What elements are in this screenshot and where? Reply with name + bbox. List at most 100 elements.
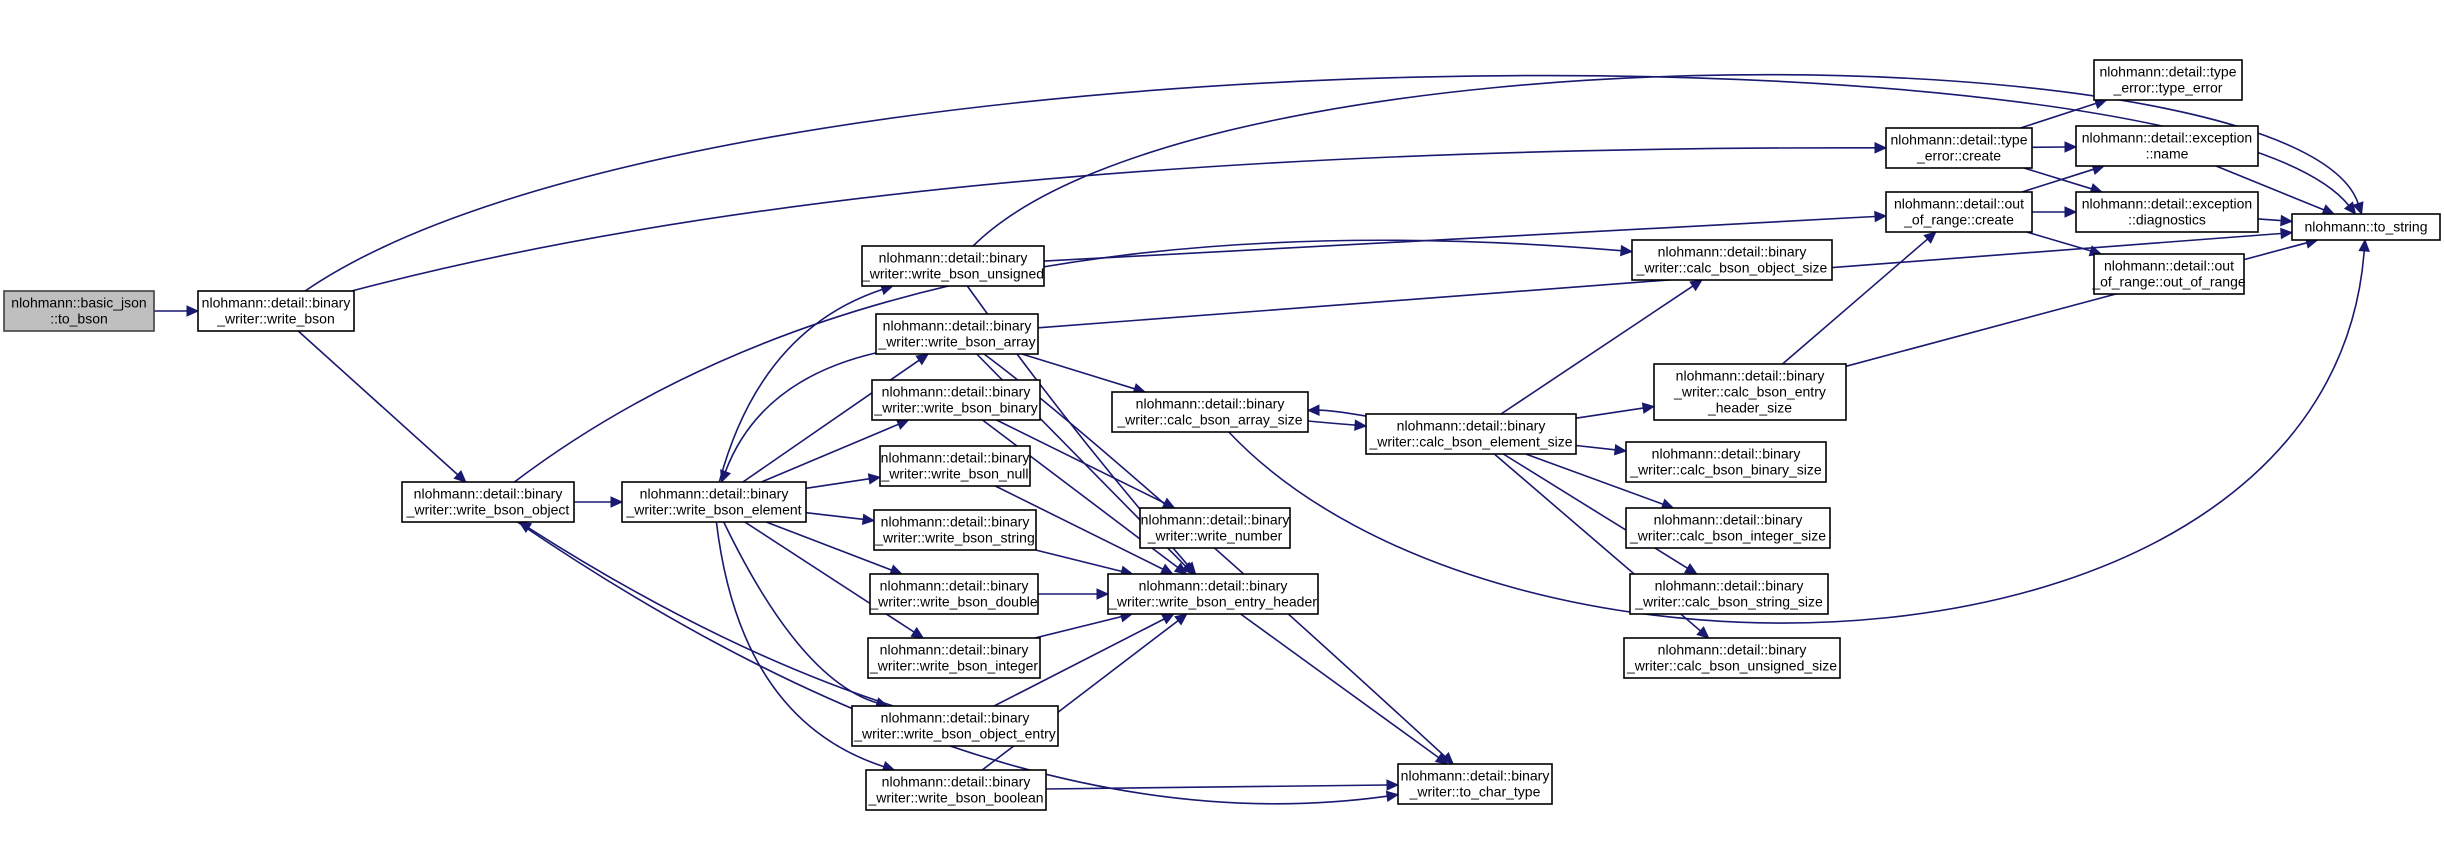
node-label-line: _of_range::out_of_range [2091,274,2246,290]
edge-line [2026,231,2091,252]
node-calc-bson-unsigned-size[interactable]: nlohmann::detail::binary_writer::calc_bs… [1623,637,1841,679]
node-label-line: nlohmann::detail::binary [1654,512,1803,528]
edge-type-error-create-to-exception-diagnostics [2023,167,2104,195]
node-label-line: _writer::write_bson_unsigned [861,266,1044,282]
edge-arrowhead [186,305,200,317]
node-label-line: ::name [2146,146,2189,162]
edge-line [1318,409,1367,417]
node-label-line: nlohmann::detail::binary [1136,396,1285,412]
edge-line [805,478,870,490]
node-label-line: nlohmann::detail::binary [202,295,351,311]
node-exception-diagnostics[interactable]: nlohmann::detail::exception::diagnostics [2075,191,2259,233]
edge-write-bson-object-to-to-char-type [516,521,1400,805]
edge-write-bson-element-to-write-bson-string [805,511,876,526]
node-write-bson-boolean[interactable]: nlohmann::detail::binary_writer::write_b… [865,769,1047,811]
edge-arrowhead [867,473,882,485]
node-write-bson-object-entry[interactable]: nlohmann::detail::binary_writer::write_b… [851,705,1059,747]
node-box [1885,127,2033,169]
edge-write-bson-double-to-write-bson-entry-header [1038,588,1110,600]
edge-write-bson-to-type-error-create [351,142,1888,292]
edge-arrowhead [1354,419,1368,431]
node-label-line: nlohmann::detail::binary [879,250,1028,266]
edge-calc-bson-array-size-to-calc-bson-element-size [1307,419,1368,431]
node-box [879,445,1031,487]
node-type-error-ctor[interactable]: nlohmann::detail::type_error::type_error [2093,59,2243,101]
node-label-line: _writer::calc_bson_integer_size [1629,528,1826,544]
node-to-bson[interactable]: nlohmann::basic_json::to_bson [3,290,155,332]
node-write-bson-entry-header[interactable]: nlohmann::detail::binary_writer::write_b… [1107,573,1319,615]
node-label-line: _writer::write_bson [216,311,335,327]
node-box [621,481,807,523]
node-write-bson-object[interactable]: nlohmann::detail::binary_writer::write_b… [401,481,575,523]
edge-out-of-range-create-to-exception-diagnostics [2032,206,2078,218]
node-label-line: _writer::write_number [1147,528,1283,544]
node-write-bson-integer[interactable]: nlohmann::detail::binary_writer::write_b… [867,637,1041,679]
node-label-line: nlohmann::detail::binary [880,642,1029,658]
edge-write-bson-element-to-write-bson-double [765,521,903,576]
node-calc-bson-object-size[interactable]: nlohmann::detail::binary_writer::calc_bs… [1631,239,1833,281]
node-box [2291,213,2441,241]
edge-line [2215,165,2325,211]
edge-line [993,618,1165,707]
node-calc-bson-string-size[interactable]: nlohmann::detail::binary_writer::calc_bs… [1629,573,1829,615]
node-calc-bson-array-size[interactable]: nlohmann::detail::binary_writer::calc_bs… [1111,391,1309,433]
node-box [3,290,155,332]
edge-arrowhead [453,469,467,483]
node-out-of-range-create[interactable]: nlohmann::detail::out_of_range::create [1885,191,2033,233]
node-box [861,245,1045,287]
edge-arrowhead [1159,563,1174,575]
node-label-line: _writer::calc_bson_element_size [1368,434,1572,450]
edge-arrowhead [1096,588,1110,600]
edge-type-error-create-to-exception-name [2031,141,2078,153]
node-write-bson-unsigned[interactable]: nlohmann::detail::binary_writer::write_b… [861,245,1045,287]
edge-write-bson-boolean-to-to-char-type [1045,779,1400,791]
node-label-line: _writer::calc_bson_array_size [1116,412,1302,428]
node-label-line: nlohmann::detail::exception [2082,196,2252,212]
node-label-line: nlohmann::basic_json [11,295,146,311]
node-write-bson-double[interactable]: nlohmann::detail::binary_writer::write_b… [869,573,1039,615]
edge-line [1034,615,1122,639]
node-label-line: nlohmann::detail::binary [414,486,563,502]
edge-arrowhead [1174,613,1188,626]
edge-line [1502,453,1688,569]
node-write-bson-binary[interactable]: nlohmann::detail::binary_writer::write_b… [871,379,1041,421]
edge-arrowhead [1183,561,1197,575]
node-calc-bson-element-size[interactable]: nlohmann::detail::binary_writer::calc_bs… [1365,413,1577,455]
edge-type-error-create-to-type-error-ctor [2020,98,2108,129]
node-write-bson-null[interactable]: nlohmann::detail::binary_writer::write_b… [879,445,1031,487]
node-type-error-create[interactable]: nlohmann::detail::type_error::create [1885,127,2033,169]
node-write-bson-element[interactable]: nlohmann::detail::binary_writer::write_b… [621,481,807,523]
node-write-bson[interactable]: nlohmann::detail::binary_writer::write_b… [197,290,355,332]
edge-arrowhead [1160,613,1175,625]
node-box [1365,413,1577,455]
node-label-line: _writer::write_bson_string [874,530,1035,546]
edge-line [1500,285,1694,415]
node-calc-bson-binary-size[interactable]: nlohmann::detail::binary_writer::calc_bs… [1625,441,1827,483]
edge-line [1307,420,1356,426]
edge-write-bson-entry-header-to-to-char-type [1240,613,1449,765]
node-calc-bson-entry-header-size[interactable]: nlohmann::detail::binary_writer::calc_bs… [1653,363,1847,421]
node-to-char-type[interactable]: nlohmann::detail::binary_writer::to_char… [1397,763,1553,805]
edge-arrowhead [1641,402,1656,414]
node-to-string[interactable]: nlohmann::to_string [2291,213,2441,241]
node-write-bson-string[interactable]: nlohmann::detail::binary_writer::write_b… [873,509,1037,551]
node-label-line: nlohmann::detail::binary [882,384,1031,400]
node-out-of-range-ctor[interactable]: nlohmann::detail::out_of_range::out_of_r… [2091,253,2246,295]
node-box [851,705,1059,747]
edge-line [351,146,1876,292]
node-write-bson-array[interactable]: nlohmann::detail::binary_writer::write_b… [875,313,1039,355]
node-label-line: nlohmann::detail::binary [882,774,1031,790]
node-label-line: nlohmann::detail::type [2100,64,2237,80]
edge-line [1781,238,1928,365]
node-box [867,637,1041,679]
node-write-number[interactable]: nlohmann::detail::binary_writer::write_n… [1139,507,1291,549]
node-calc-bson-integer-size[interactable]: nlohmann::detail::binary_writer::calc_bs… [1625,507,1831,549]
node-box [873,509,1037,551]
edge-write-bson-element-to-write-bson-object-entry [722,521,889,709]
edge-arrowhead [1440,751,1455,765]
node-label-line: _writer::write_bson_object_entry [853,726,1056,742]
edge-line [1035,549,1122,573]
node-box [871,379,1041,421]
node-label-line: nlohmann::detail::binary [1141,512,1290,528]
node-exception-name[interactable]: nlohmann::detail::exception::name [2075,125,2259,167]
